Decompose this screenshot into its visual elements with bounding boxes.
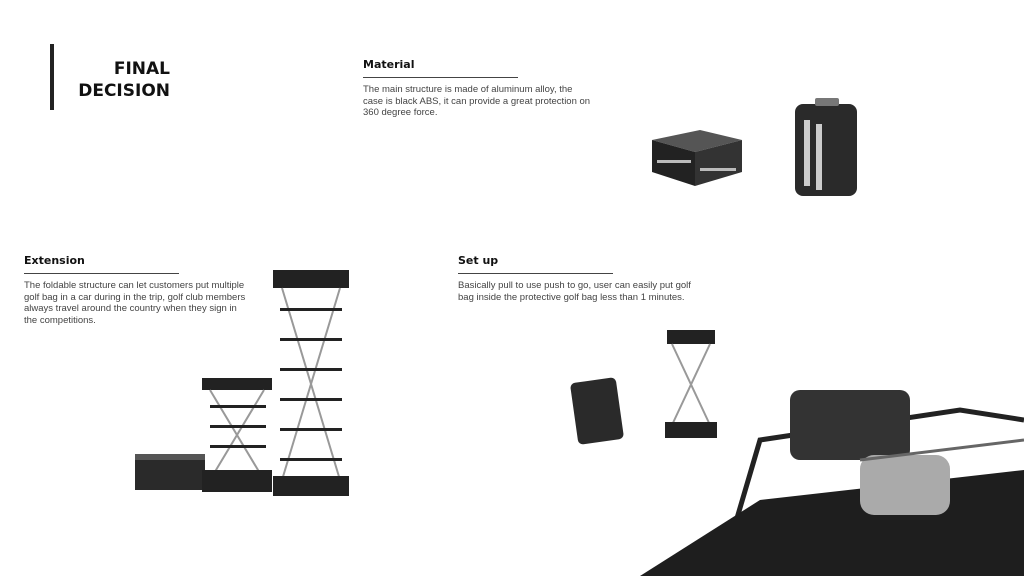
title-line-2: DECISION bbox=[78, 81, 170, 101]
title-line-1: FINAL bbox=[113, 59, 170, 79]
title-accent-bar bbox=[50, 44, 54, 110]
material-render bbox=[652, 98, 857, 196]
divider bbox=[363, 77, 518, 78]
section-body: Basically pull to use push to go, user c… bbox=[458, 280, 691, 303]
extension-render bbox=[135, 270, 349, 496]
section-extension: Extension The foldable structure can let… bbox=[24, 254, 246, 326]
divider bbox=[24, 273, 179, 274]
section-body: The foldable structure can let customers… bbox=[24, 280, 246, 326]
section-material: Material The main structure is made of a… bbox=[363, 58, 593, 119]
page-title: FINAL DECISION bbox=[60, 58, 170, 102]
section-heading: Extension bbox=[24, 254, 85, 267]
section-heading: Material bbox=[363, 58, 415, 71]
setup-render bbox=[570, 330, 1024, 576]
section-setup: Set up Basically pull to use push to go,… bbox=[458, 254, 698, 303]
section-body: The main structure is made of aluminum a… bbox=[363, 84, 591, 118]
divider bbox=[458, 273, 613, 274]
section-heading: Set up bbox=[458, 254, 499, 267]
